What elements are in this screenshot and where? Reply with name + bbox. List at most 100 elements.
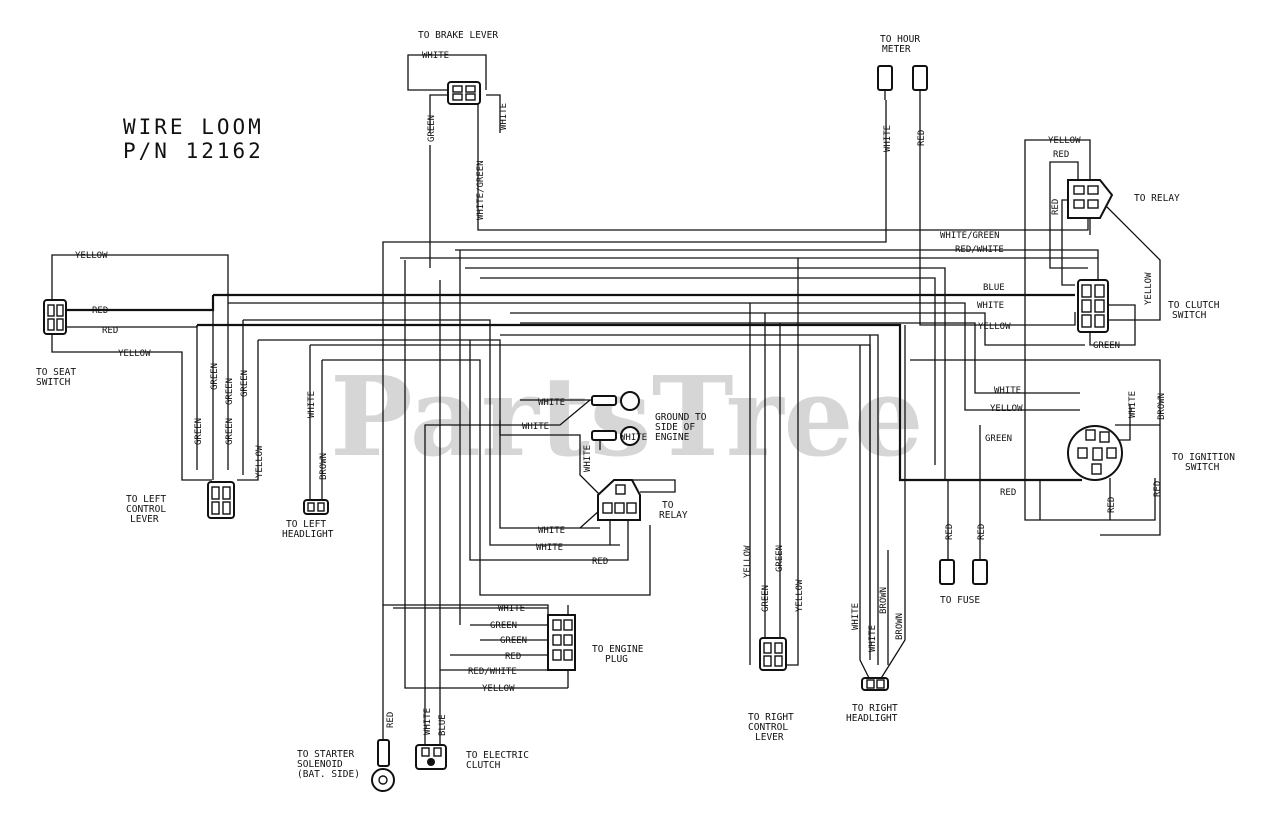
svg-text:SOLENOID: SOLENOID — [297, 759, 343, 770]
svg-text:HEADLIGHT: HEADLIGHT — [846, 713, 898, 724]
ignition-switch-connector — [1067, 425, 1123, 481]
hour-meter-terminals — [877, 65, 928, 100]
relay-connector-mid — [597, 479, 641, 521]
wire-label: GREEN — [427, 115, 437, 142]
wire-label: BROWN — [895, 613, 905, 640]
dest-seat-switch: TO SEAT SWITCH — [36, 367, 76, 388]
wire-label: RED — [1107, 497, 1117, 513]
connectors — [43, 65, 1123, 792]
wires — [51, 54, 1161, 745]
wire-label: YELLOW — [118, 349, 151, 359]
svg-text:TO IGNITION: TO IGNITION — [1172, 452, 1235, 463]
dest-right-control-lever: TO RIGHT CONTROL LEVER — [748, 712, 794, 743]
watermark: PartsTree — [330, 352, 924, 481]
svg-text:SWITCH: SWITCH — [36, 377, 71, 388]
wire-label: GREEN — [1093, 341, 1120, 351]
wire-label: WHITE/GREEN — [940, 231, 1000, 241]
diagram-title: WIRE LOOM P/N 12162 — [123, 115, 264, 163]
dest-left-control-lever: TO LEFT CONTROL LEVER — [126, 494, 166, 525]
dest-relay-mid: TO RELAY — [659, 500, 688, 521]
svg-text:TO RELAY: TO RELAY — [1134, 193, 1180, 204]
wire-label: BROWN — [879, 587, 889, 614]
electric-clutch-connector — [415, 744, 447, 770]
wire-label: GREEN — [500, 636, 527, 646]
svg-text:PLUG: PLUG — [605, 654, 628, 665]
svg-text:TO RIGHT: TO RIGHT — [852, 703, 898, 714]
wire-label: GREEN — [985, 434, 1012, 444]
wire-label: WHITE — [422, 51, 449, 61]
dest-fuse: TO FUSE — [940, 595, 980, 606]
wire-label: GREEN — [240, 370, 250, 397]
wire-label: YELLOW — [743, 545, 753, 578]
svg-text:CONTROL: CONTROL — [126, 504, 166, 515]
wire-label: BLUE — [438, 714, 448, 736]
fuse-terminals — [939, 559, 988, 585]
wire-label: YELLOW — [978, 322, 1011, 332]
left-control-lever-connector — [207, 481, 235, 519]
dest-relay-top: TO RELAY — [1134, 193, 1180, 204]
wire-label: YELLOW — [990, 404, 1023, 414]
wire-label: WHITE — [423, 708, 433, 735]
svg-text:ENGINE: ENGINE — [655, 432, 690, 443]
title-line-2: P/N 12162 — [123, 139, 264, 163]
wire-label: RED — [1051, 199, 1061, 215]
wire-label: WHITE — [851, 603, 861, 630]
dest-ground: GROUND TO SIDE OF ENGINE — [655, 412, 707, 443]
wire-label: WHITE — [538, 526, 565, 536]
svg-text:TO FUSE: TO FUSE — [940, 595, 980, 606]
dest-hour-meter: TO HOUR METER — [880, 34, 920, 55]
dest-starter-solenoid: TO STARTER SOLENOID (BAT. SIDE) — [297, 749, 360, 780]
wire-label: YELLOW — [75, 251, 108, 261]
wire-label: RED — [1000, 488, 1016, 498]
wire-label: RED — [592, 557, 608, 567]
wire-label: RED — [92, 306, 108, 316]
dest-engine-plug: TO ENGINE PLUG — [592, 644, 644, 665]
wire-label: BLUE — [983, 283, 1005, 293]
wire-label: WHITE — [977, 301, 1004, 311]
dest-right-headlight: TO RIGHT HEADLIGHT — [846, 703, 898, 724]
wire-label: GREEN — [490, 621, 517, 631]
svg-text:TO LEFT: TO LEFT — [126, 494, 166, 505]
wire-label: YELLOW — [1048, 136, 1081, 146]
wire-label: GREEN — [194, 418, 204, 445]
wire-label: GREEN — [775, 545, 785, 572]
starter-ring-terminal — [371, 739, 395, 792]
svg-text:LEVER: LEVER — [130, 514, 159, 525]
wire-label: RED — [1153, 481, 1163, 497]
dest-ignition-switch: TO IGNITION SWITCH — [1172, 452, 1235, 473]
dest-left-headlight: TO LEFT HEADLIGHT — [282, 519, 334, 540]
left-headlight-connector — [303, 499, 329, 515]
wire-label: RED — [945, 524, 955, 540]
svg-text:TO LEFT: TO LEFT — [286, 519, 326, 530]
svg-text:HEADLIGHT: HEADLIGHT — [282, 529, 334, 540]
wire-label: BROWN — [319, 453, 329, 480]
wire-label: WHITE — [1128, 391, 1138, 418]
svg-text:GROUND TO: GROUND TO — [655, 412, 707, 423]
svg-text:LEVER: LEVER — [755, 732, 784, 743]
svg-text:CONTROL: CONTROL — [748, 722, 788, 733]
wire-label: WHITE — [620, 433, 647, 443]
wire-label: WHITE — [536, 543, 563, 553]
wire-label: WHITE — [883, 125, 893, 152]
seat-switch-connector — [43, 299, 67, 335]
wire-label: RED — [917, 130, 927, 146]
ground-terminals — [591, 391, 640, 446]
wire-label: RED — [102, 326, 118, 336]
wire-label: RED — [505, 652, 521, 662]
wire-label: YELLOW — [255, 445, 265, 478]
wire-label: WHITE — [307, 391, 317, 418]
clutch-switch-connector — [1077, 279, 1109, 333]
right-headlight-connector — [861, 677, 889, 691]
wire-label: GREEN — [761, 585, 771, 612]
wire-label: GREEN — [225, 378, 235, 405]
dest-brake-lever: TO BRAKE LEVER — [418, 30, 498, 41]
wire-label: GREEN — [225, 418, 235, 445]
wire-label: WHITE — [538, 398, 565, 408]
relay-connector-top — [1067, 179, 1114, 219]
wire-label: RED — [386, 712, 396, 728]
destination-labels: TO BRAKE LEVER TO HOUR METER TO RELAY TO… — [36, 30, 1235, 780]
svg-text:SWITCH: SWITCH — [1172, 310, 1207, 321]
svg-text:CLUTCH: CLUTCH — [466, 760, 501, 771]
wire-label: BROWN — [1157, 393, 1167, 420]
